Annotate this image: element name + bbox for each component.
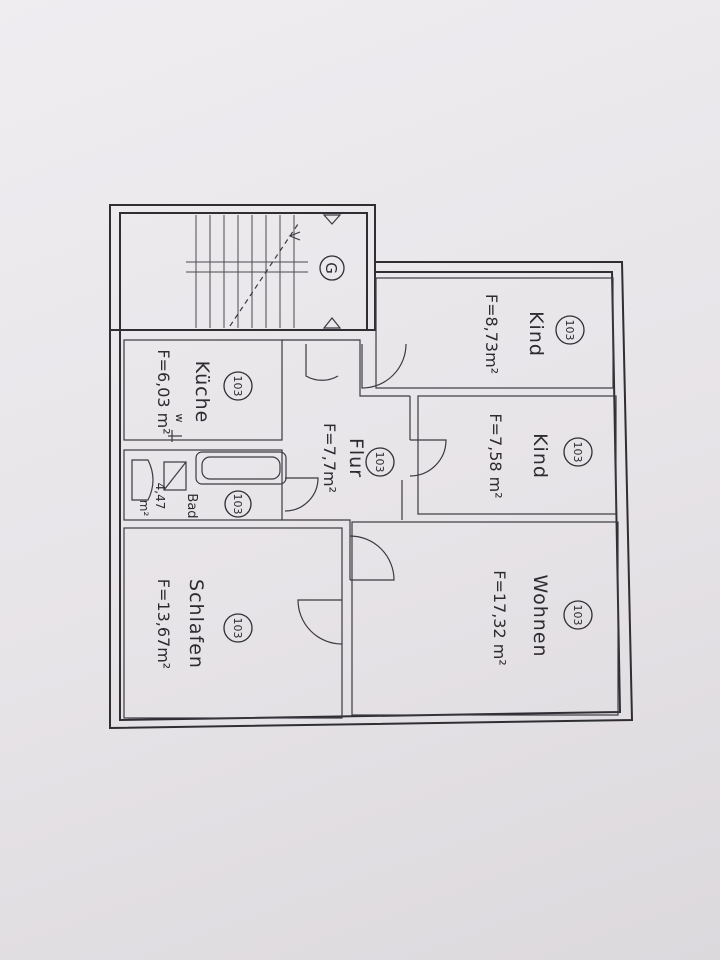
room-area-bad: 4,47 <box>153 483 167 510</box>
room-number-circle <box>563 437 593 467</box>
room-number: 103 <box>231 494 244 515</box>
room-numbers: 103 103 103 103 103 103 103 <box>231 320 584 639</box>
room-areas: F=8,73m² F=7,58 m² F=17,32 m² F=7,7m² F=… <box>137 294 509 669</box>
interior-walls <box>123 277 619 719</box>
room-name-schlafen: Schlafen <box>185 579 207 669</box>
room-number: 103 <box>571 442 584 463</box>
sink-icon <box>163 461 187 491</box>
room-area-bad-unit: m² <box>137 500 151 517</box>
staircase <box>186 214 345 329</box>
room-number-circle <box>223 613 253 643</box>
room-number: 103 <box>571 605 584 626</box>
stair-g-circle <box>319 255 345 281</box>
bath-fixtures <box>131 430 287 501</box>
room-number: 103 <box>373 452 386 473</box>
toilet-icon <box>131 459 154 501</box>
room-area-kind-mid: F=7,58 m² <box>486 413 505 498</box>
room-number-circle <box>555 315 585 345</box>
room-names: Kind Kind Wohnen Flur Küche Schlafen Bad <box>184 311 551 669</box>
room-number-circles <box>223 315 593 643</box>
room-name-flur: Flur <box>345 438 367 478</box>
room-name-wohnen: Wohnen <box>529 574 551 657</box>
room-area-schlafen: F=13,67m² <box>154 579 173 669</box>
room-name-kueche: Küche <box>191 361 213 424</box>
room-number-circle <box>224 490 252 518</box>
room-name-bad: Bad <box>184 493 199 518</box>
room-area-flur: F=7,7m² <box>320 423 339 493</box>
stair-label: G <box>322 262 340 274</box>
room-number: 103 <box>231 618 244 639</box>
room-name-kind-mid: Kind <box>529 433 551 479</box>
room-area-kueche: F=6,03 m² <box>154 349 173 434</box>
outer-walls <box>109 204 634 730</box>
room-number: 103 <box>563 320 576 341</box>
kueche-extra-label: w <box>173 414 186 423</box>
room-number-circle <box>563 600 593 630</box>
room-number-circle <box>223 371 253 401</box>
room-number-circle <box>365 447 395 477</box>
room-number: 103 <box>231 376 244 397</box>
room-area-kind-top: F=8,73m² <box>482 294 501 374</box>
room-area-wohnen: F=17,32 m² <box>490 570 509 666</box>
room-name-kind-top: Kind <box>525 311 547 357</box>
doors <box>284 343 447 645</box>
